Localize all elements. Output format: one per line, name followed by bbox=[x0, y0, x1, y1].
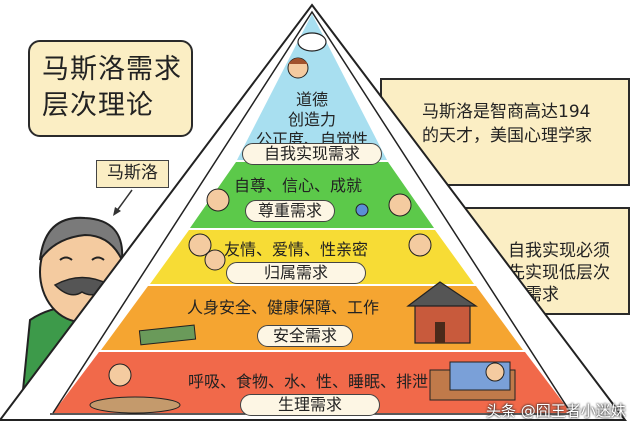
level-1-item-1: 道德 bbox=[295, 90, 329, 109]
level-1-name-pill: 自我实现需求 bbox=[242, 143, 382, 165]
level-5-name-pill: 生理需求 bbox=[240, 394, 380, 416]
title-line-2: 层次理论 bbox=[42, 90, 154, 121]
money-icon bbox=[138, 324, 197, 346]
thinking-boy-icon bbox=[287, 32, 327, 79]
note-iq: 马斯洛是智商高达194 的天才，美国心理学家 bbox=[380, 78, 630, 186]
maslow-label: 马斯洛 bbox=[96, 160, 169, 188]
level-5-item-1: 呼吸、食物、水、性、睡眠、排泄 bbox=[187, 372, 429, 391]
level-3-item-1: 友情、爱情、性亲密 bbox=[223, 240, 369, 259]
sleeping-in-bed-icon bbox=[429, 361, 516, 401]
eating-boy-icon bbox=[89, 363, 181, 414]
level-2-name-pill: 尊重需求 bbox=[245, 200, 335, 222]
hugging-family-icon bbox=[188, 233, 432, 271]
note-sa-line-1: 自我实现必须 bbox=[508, 241, 610, 261]
house-icon bbox=[406, 281, 478, 344]
note-sa-line-2: 先实现低层次 bbox=[508, 263, 610, 283]
level-4-item-1: 人身安全、健康保障、工作 bbox=[186, 298, 380, 317]
level-3-name-pill: 归属需求 bbox=[226, 262, 366, 284]
level-self-actualization bbox=[237, 14, 387, 160]
level-2-item-1: 自尊、信心、成就 bbox=[233, 176, 363, 195]
title-line-1: 马斯洛需求 bbox=[42, 54, 182, 85]
title-box: 马斯洛需求 层次理论 bbox=[28, 40, 193, 137]
arrow-icon bbox=[113, 189, 133, 216]
note-iq-line-1: 马斯洛是智商高达194 bbox=[422, 102, 591, 122]
level-1-item-2: 创造力 bbox=[287, 110, 337, 129]
flower-giving-couple-icon bbox=[206, 188, 412, 217]
watermark: 头条 @囧王者小迷妹 bbox=[486, 402, 626, 420]
note-iq-line-2: 的天才，美国心理学家 bbox=[422, 126, 592, 146]
level-4-name-pill: 安全需求 bbox=[257, 325, 353, 347]
